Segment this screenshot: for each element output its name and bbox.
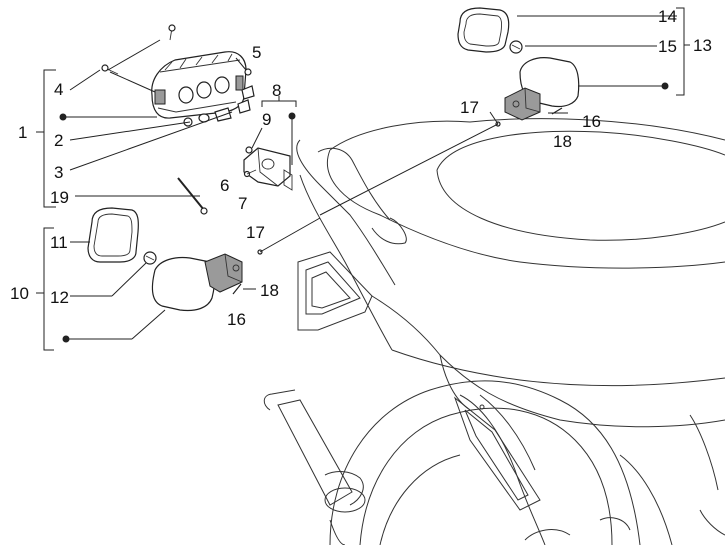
bolt-9[interactable] xyxy=(245,127,263,154)
callout-19[interactable]: 19 xyxy=(50,188,69,207)
callout-15[interactable]: 15 xyxy=(658,37,677,56)
bolt-16-left[interactable] xyxy=(232,283,242,295)
callout-labels: 1 2 3 4 5 6 7 8 9 10 11 12 13 14 15 16 1… xyxy=(10,7,712,329)
callout-12[interactable]: 12 xyxy=(50,288,69,307)
taillight-assembly[interactable] xyxy=(36,24,255,215)
callout-16-right[interactable]: 16 xyxy=(582,112,601,131)
callout-13[interactable]: 13 xyxy=(693,36,712,55)
callout-1[interactable]: 1 xyxy=(18,123,27,142)
motorcycle-rear-outline xyxy=(263,118,725,545)
callout-10[interactable]: 10 xyxy=(10,284,29,303)
mounting-bracket-assembly[interactable] xyxy=(243,96,297,191)
license-plate-holder xyxy=(297,251,373,331)
callout-5[interactable]: 5 xyxy=(252,43,261,62)
callout-4[interactable]: 4 xyxy=(54,80,63,99)
callout-14[interactable]: 14 xyxy=(658,7,677,26)
callout-2[interactable]: 2 xyxy=(54,131,63,150)
indicator-bulb-15[interactable] xyxy=(509,40,523,54)
callout-6[interactable]: 6 xyxy=(220,176,229,195)
callout-11[interactable]: 11 xyxy=(50,233,68,252)
callout-18-left[interactable]: 18 xyxy=(260,281,279,300)
wire-19[interactable] xyxy=(177,177,208,215)
callout-7[interactable]: 7 xyxy=(238,194,247,213)
indicator-lens-14[interactable] xyxy=(457,7,510,53)
indicator-bulb-12[interactable] xyxy=(143,251,157,265)
callout-9[interactable]: 9 xyxy=(262,110,271,129)
taillight-screw-top[interactable] xyxy=(168,24,176,41)
taillight-screw-4[interactable] xyxy=(101,64,119,75)
callout-17-left[interactable]: 17 xyxy=(246,223,265,242)
indicator-lens-11[interactable] xyxy=(87,207,139,263)
callout-8[interactable]: 8 xyxy=(272,81,281,100)
bracket-plate[interactable] xyxy=(243,147,291,187)
bolt-6-7[interactable] xyxy=(243,169,257,178)
callout-17-right[interactable]: 17 xyxy=(460,98,479,117)
turn-indicator-left[interactable] xyxy=(36,207,321,351)
indicator-body[interactable] xyxy=(151,256,216,312)
lamp-holders[interactable] xyxy=(183,85,255,127)
seat-outline xyxy=(329,118,725,151)
callout-16-left[interactable]: 16 xyxy=(227,310,246,329)
screw-5[interactable] xyxy=(244,68,252,76)
callout-18-right[interactable]: 18 xyxy=(553,132,572,151)
callout-3[interactable]: 3 xyxy=(54,163,63,182)
turn-indicator-right[interactable] xyxy=(319,7,690,216)
shock-absorber xyxy=(277,399,353,506)
